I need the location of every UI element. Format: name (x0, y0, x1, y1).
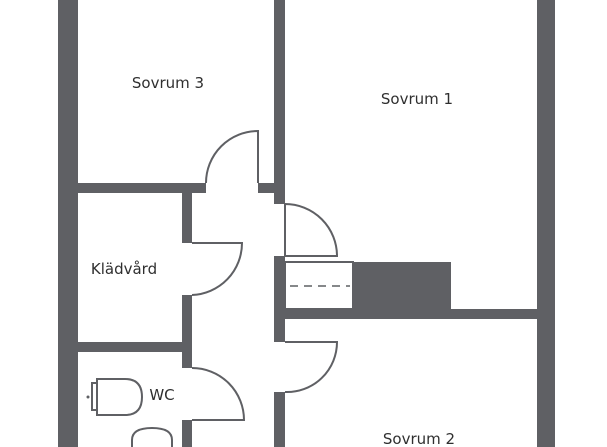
room-label-wc: WC (149, 386, 174, 404)
kladvard-bottom-wall (78, 342, 192, 352)
sovrum2-top-wall (285, 309, 537, 319)
toilet-icon (91, 378, 144, 416)
right-outer-wall (537, 0, 555, 447)
walls (58, 0, 555, 447)
kladvard-right-wall-upper (182, 193, 192, 243)
wc-right-wall-upper (182, 352, 192, 368)
kladvard-right-wall-lower (182, 295, 192, 342)
wc-right-wall-lower (182, 420, 192, 447)
wc-fixtures (86, 378, 173, 447)
room-label-sovrum2: Sovrum 2 (383, 430, 455, 447)
door-wc (191, 367, 246, 421)
wardrobe (284, 261, 354, 310)
room-label-kladvard: Klädvård (91, 260, 157, 278)
sink-icon (131, 426, 173, 447)
room-label-sovrum3: Sovrum 3 (132, 74, 204, 92)
room-labels: Sovrum 3 Sovrum 1 Klädvård WC Sovrum 2 (91, 74, 455, 447)
door-sovrum2 (284, 341, 339, 394)
door-kladvard (191, 242, 244, 296)
sovrum3-bottom-wall (78, 183, 206, 193)
center-wall-upper (274, 0, 285, 204)
center-wall-middle (274, 256, 285, 342)
center-wall-lower (274, 392, 285, 447)
wardrobe-block (353, 262, 451, 309)
toilet-flush-dot (86, 395, 90, 399)
doors (191, 129, 339, 421)
left-outer-wall (58, 0, 78, 447)
door-sovrum3 (205, 129, 259, 184)
sovrum3-bottom-wall-right (258, 183, 274, 193)
room-label-sovrum1: Sovrum 1 (381, 90, 453, 108)
door-sovrum1 (284, 203, 339, 257)
